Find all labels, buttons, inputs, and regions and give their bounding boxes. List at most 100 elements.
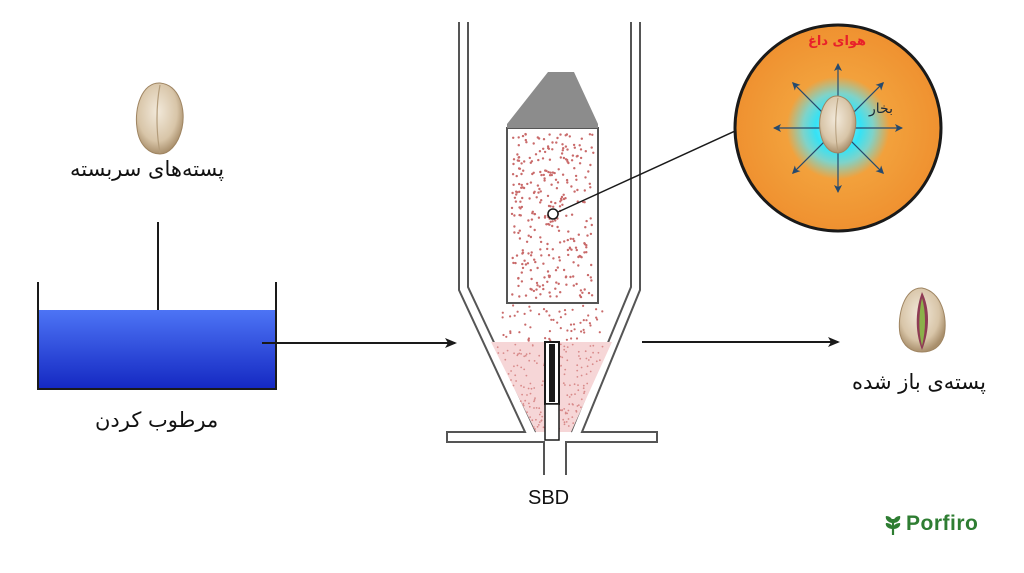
particle-dot xyxy=(513,214,515,216)
bed-dot xyxy=(569,384,571,386)
bed-dot xyxy=(586,383,588,385)
particle-dot xyxy=(585,246,587,248)
particle-dot xyxy=(522,186,524,188)
particle-dot xyxy=(525,263,527,265)
particle-dot xyxy=(537,184,539,186)
bed-dot xyxy=(538,355,540,357)
particle-dot xyxy=(580,289,582,291)
particle-dot xyxy=(555,269,557,271)
particle-dot xyxy=(543,174,545,176)
particle-dot xyxy=(570,330,572,332)
bed-dot xyxy=(560,365,562,367)
particle-dot xyxy=(548,291,550,293)
bed-dot xyxy=(563,346,565,348)
bed-dot xyxy=(531,388,533,390)
bed-dot xyxy=(602,346,604,348)
particle-dot xyxy=(527,219,529,221)
bed-dot xyxy=(565,412,567,414)
particle-dot xyxy=(511,213,513,215)
particle-dot xyxy=(540,254,542,256)
bed-dot xyxy=(596,360,598,362)
particle-dot xyxy=(539,201,541,203)
particle-dot xyxy=(569,135,571,137)
particle-dot xyxy=(585,251,587,253)
particle-dot xyxy=(519,237,521,239)
particle-dot xyxy=(516,153,518,155)
particle-dot xyxy=(566,179,568,181)
particle-dot xyxy=(537,191,539,193)
particle-dot xyxy=(570,324,572,326)
particle-dot xyxy=(591,146,593,148)
particle-dot xyxy=(573,284,575,286)
particle-dot xyxy=(538,188,540,190)
bed-dot xyxy=(522,403,524,405)
particle-dot xyxy=(557,266,559,268)
particle-dot xyxy=(569,247,571,249)
bed-dot xyxy=(561,409,563,411)
particle-dot xyxy=(549,159,551,161)
bed-dot xyxy=(533,387,535,389)
particle-dot xyxy=(555,281,557,283)
bed-dot xyxy=(564,369,566,371)
particle-dot xyxy=(579,144,581,146)
closed-pistachio-icon xyxy=(136,83,183,154)
particle-dot xyxy=(583,242,585,244)
bed-dot xyxy=(598,352,600,354)
particle-dot xyxy=(579,294,581,296)
particle-dot xyxy=(572,154,574,156)
bed-dot xyxy=(592,352,594,354)
bed-dot xyxy=(513,352,515,354)
particle-dot xyxy=(559,259,561,261)
particle-dot xyxy=(538,313,540,315)
bed-dot xyxy=(524,400,526,402)
particle-dot xyxy=(528,306,530,308)
particle-dot xyxy=(581,292,583,294)
particle-dot xyxy=(581,138,583,140)
particle-dot xyxy=(559,205,561,207)
particle-dot xyxy=(535,297,537,299)
particle-dot xyxy=(564,313,566,315)
particle-dot xyxy=(546,248,548,250)
particle-dot xyxy=(517,277,519,279)
particle-dot xyxy=(513,225,515,227)
particle-dot xyxy=(576,189,578,191)
particle-dot xyxy=(515,191,517,193)
logo-text: Porfiro xyxy=(906,512,978,536)
particle-dot xyxy=(515,200,517,202)
particle-dot xyxy=(599,331,601,333)
particle-dot xyxy=(518,136,520,138)
particle-dot xyxy=(579,255,581,257)
particle-dot xyxy=(566,148,568,150)
particle-dot xyxy=(566,133,568,135)
bed-dot xyxy=(599,359,601,361)
bed-dot xyxy=(539,421,541,423)
particle-dot xyxy=(528,197,530,199)
bed-dot xyxy=(508,373,510,375)
bed-dot xyxy=(564,373,566,375)
particle-dot xyxy=(575,283,577,285)
particle-dot xyxy=(539,293,541,295)
particle-dot xyxy=(589,164,591,166)
particle-dot xyxy=(528,340,530,342)
particle-dot xyxy=(526,183,528,185)
bed-dot xyxy=(529,406,531,408)
bed-dot xyxy=(514,344,516,346)
particle-dot xyxy=(505,336,507,338)
particle-dot xyxy=(522,135,524,137)
porfiro-logo[interactable]: Porfiro xyxy=(882,512,978,536)
bed-dot xyxy=(563,408,565,410)
particle-dot xyxy=(539,248,541,250)
bed-dot xyxy=(525,355,527,357)
particle-dot xyxy=(565,276,567,278)
particle-dot xyxy=(576,155,578,157)
particle-dot xyxy=(589,186,591,188)
particle-dot xyxy=(563,194,565,196)
bed-dot xyxy=(526,353,528,355)
particle-dot xyxy=(555,179,557,181)
bed-dot xyxy=(580,406,582,408)
particle-dot xyxy=(549,174,551,176)
zoom-detail xyxy=(735,25,941,231)
bed-dot xyxy=(571,416,573,418)
particle-dot xyxy=(542,157,544,159)
particle-dot xyxy=(559,241,561,243)
